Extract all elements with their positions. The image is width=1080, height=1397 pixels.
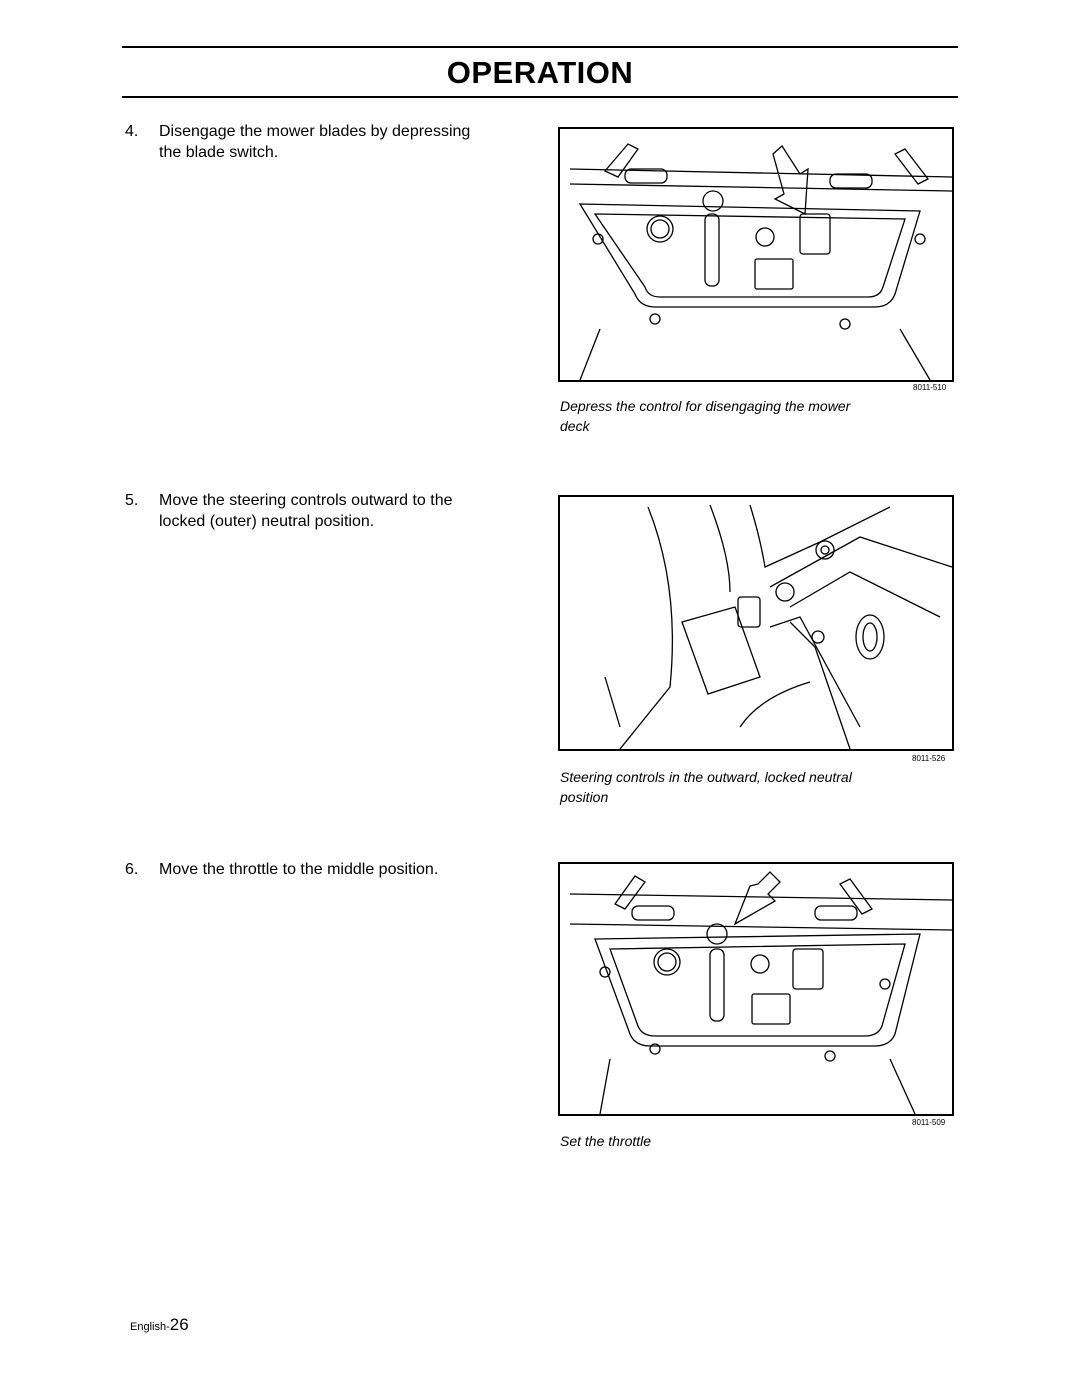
step-text: Move the throttle to the middle position… bbox=[159, 861, 439, 878]
figure-number: 8011-509 bbox=[912, 1118, 946, 1127]
page-footer: English-26 bbox=[130, 1315, 189, 1335]
figure-throttle bbox=[558, 862, 954, 1116]
footer-language: English- bbox=[130, 1321, 170, 1333]
figure-number: 8011-526 bbox=[912, 754, 946, 763]
header-top-rule bbox=[122, 46, 958, 48]
step-number: 6. bbox=[125, 861, 139, 878]
figure-caption: Depress the control for disengaging the … bbox=[560, 398, 851, 434]
step-text: Move the steering controls outward to th… bbox=[159, 492, 453, 530]
figure-caption: Set the throttle bbox=[560, 1133, 652, 1149]
figure-blade-switch bbox=[558, 127, 954, 382]
step-6: 6. Move the throttle to the middle posit… bbox=[125, 859, 475, 880]
step-4: 4. Disengage the mower blades by depress… bbox=[125, 121, 475, 163]
step-number: 5. bbox=[125, 492, 139, 509]
figure-number: 8011-510 bbox=[913, 383, 947, 392]
page-title: OPERATION bbox=[446, 55, 634, 90]
figure-caption: Steering controls in the outward, locked… bbox=[560, 769, 852, 805]
step-text: Disengage the mower blades by depressing… bbox=[159, 123, 471, 161]
figure-steering-controls bbox=[558, 495, 954, 751]
step-5: 5. Move the steering controls outward to… bbox=[125, 490, 475, 532]
header-bottom-rule bbox=[122, 96, 958, 98]
step-number: 4. bbox=[125, 123, 139, 140]
page-number: 26 bbox=[169, 1315, 189, 1334]
